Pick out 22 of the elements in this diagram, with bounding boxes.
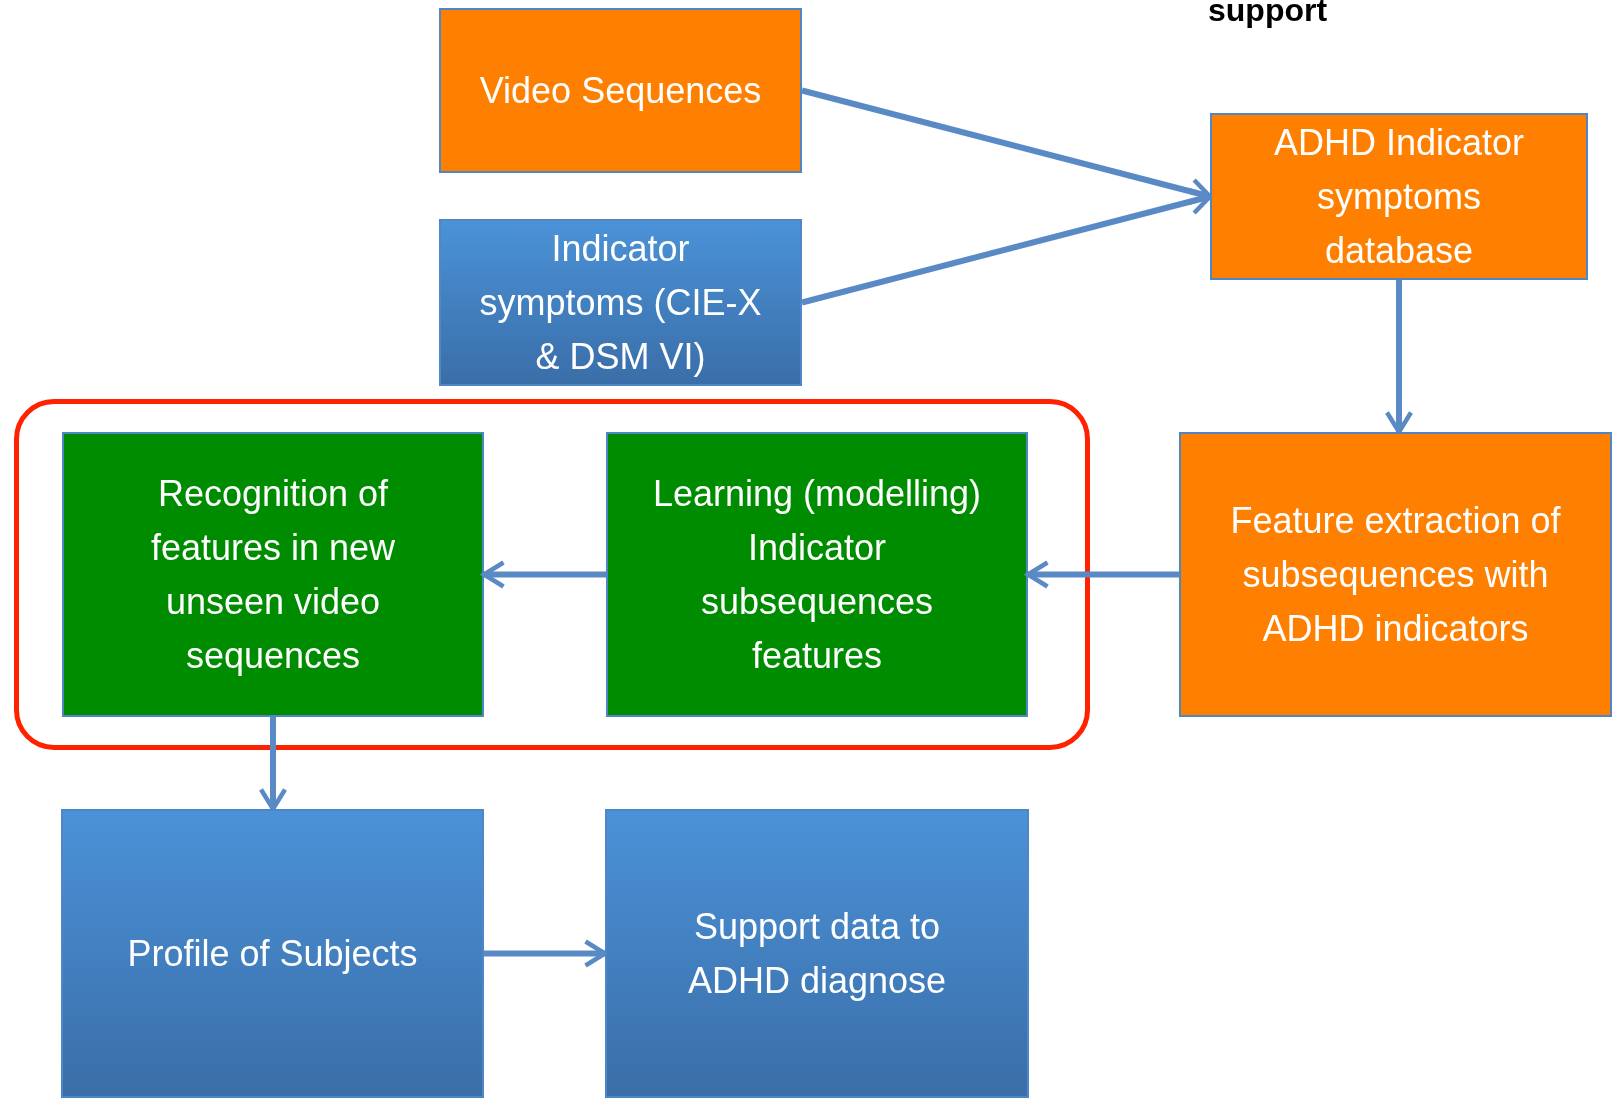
box-text: Indicator symptoms (CIE-X & DSM VI) xyxy=(478,226,763,379)
group-outline xyxy=(14,399,1090,750)
process-box xyxy=(1179,432,1612,717)
process-box xyxy=(439,8,802,173)
process-box xyxy=(1210,113,1588,280)
box-text: Support data to ADHD diagnose xyxy=(686,904,948,1003)
process-box xyxy=(439,219,802,386)
arrow xyxy=(258,717,288,812)
box-text: Video Sequences xyxy=(479,68,762,113)
arrow xyxy=(1025,560,1179,589)
heading-text: support xyxy=(1208,0,1328,26)
arrow xyxy=(1384,280,1414,435)
process-box xyxy=(606,432,1028,717)
process-box xyxy=(605,809,1029,1098)
box-text: Feature extraction of subsequences with ADHD indicators xyxy=(1229,498,1562,651)
box-text: Learning (modelling) Indicator subsequences features xyxy=(651,471,983,678)
box-text: Profile of Subjects xyxy=(127,931,418,976)
box-text: ADHD Indicator symptoms database xyxy=(1272,120,1526,273)
box-text: Recognition of features in new unseen video sequences xyxy=(149,471,397,678)
process-box xyxy=(62,432,484,717)
process-box xyxy=(61,809,484,1098)
arrow xyxy=(481,560,606,589)
